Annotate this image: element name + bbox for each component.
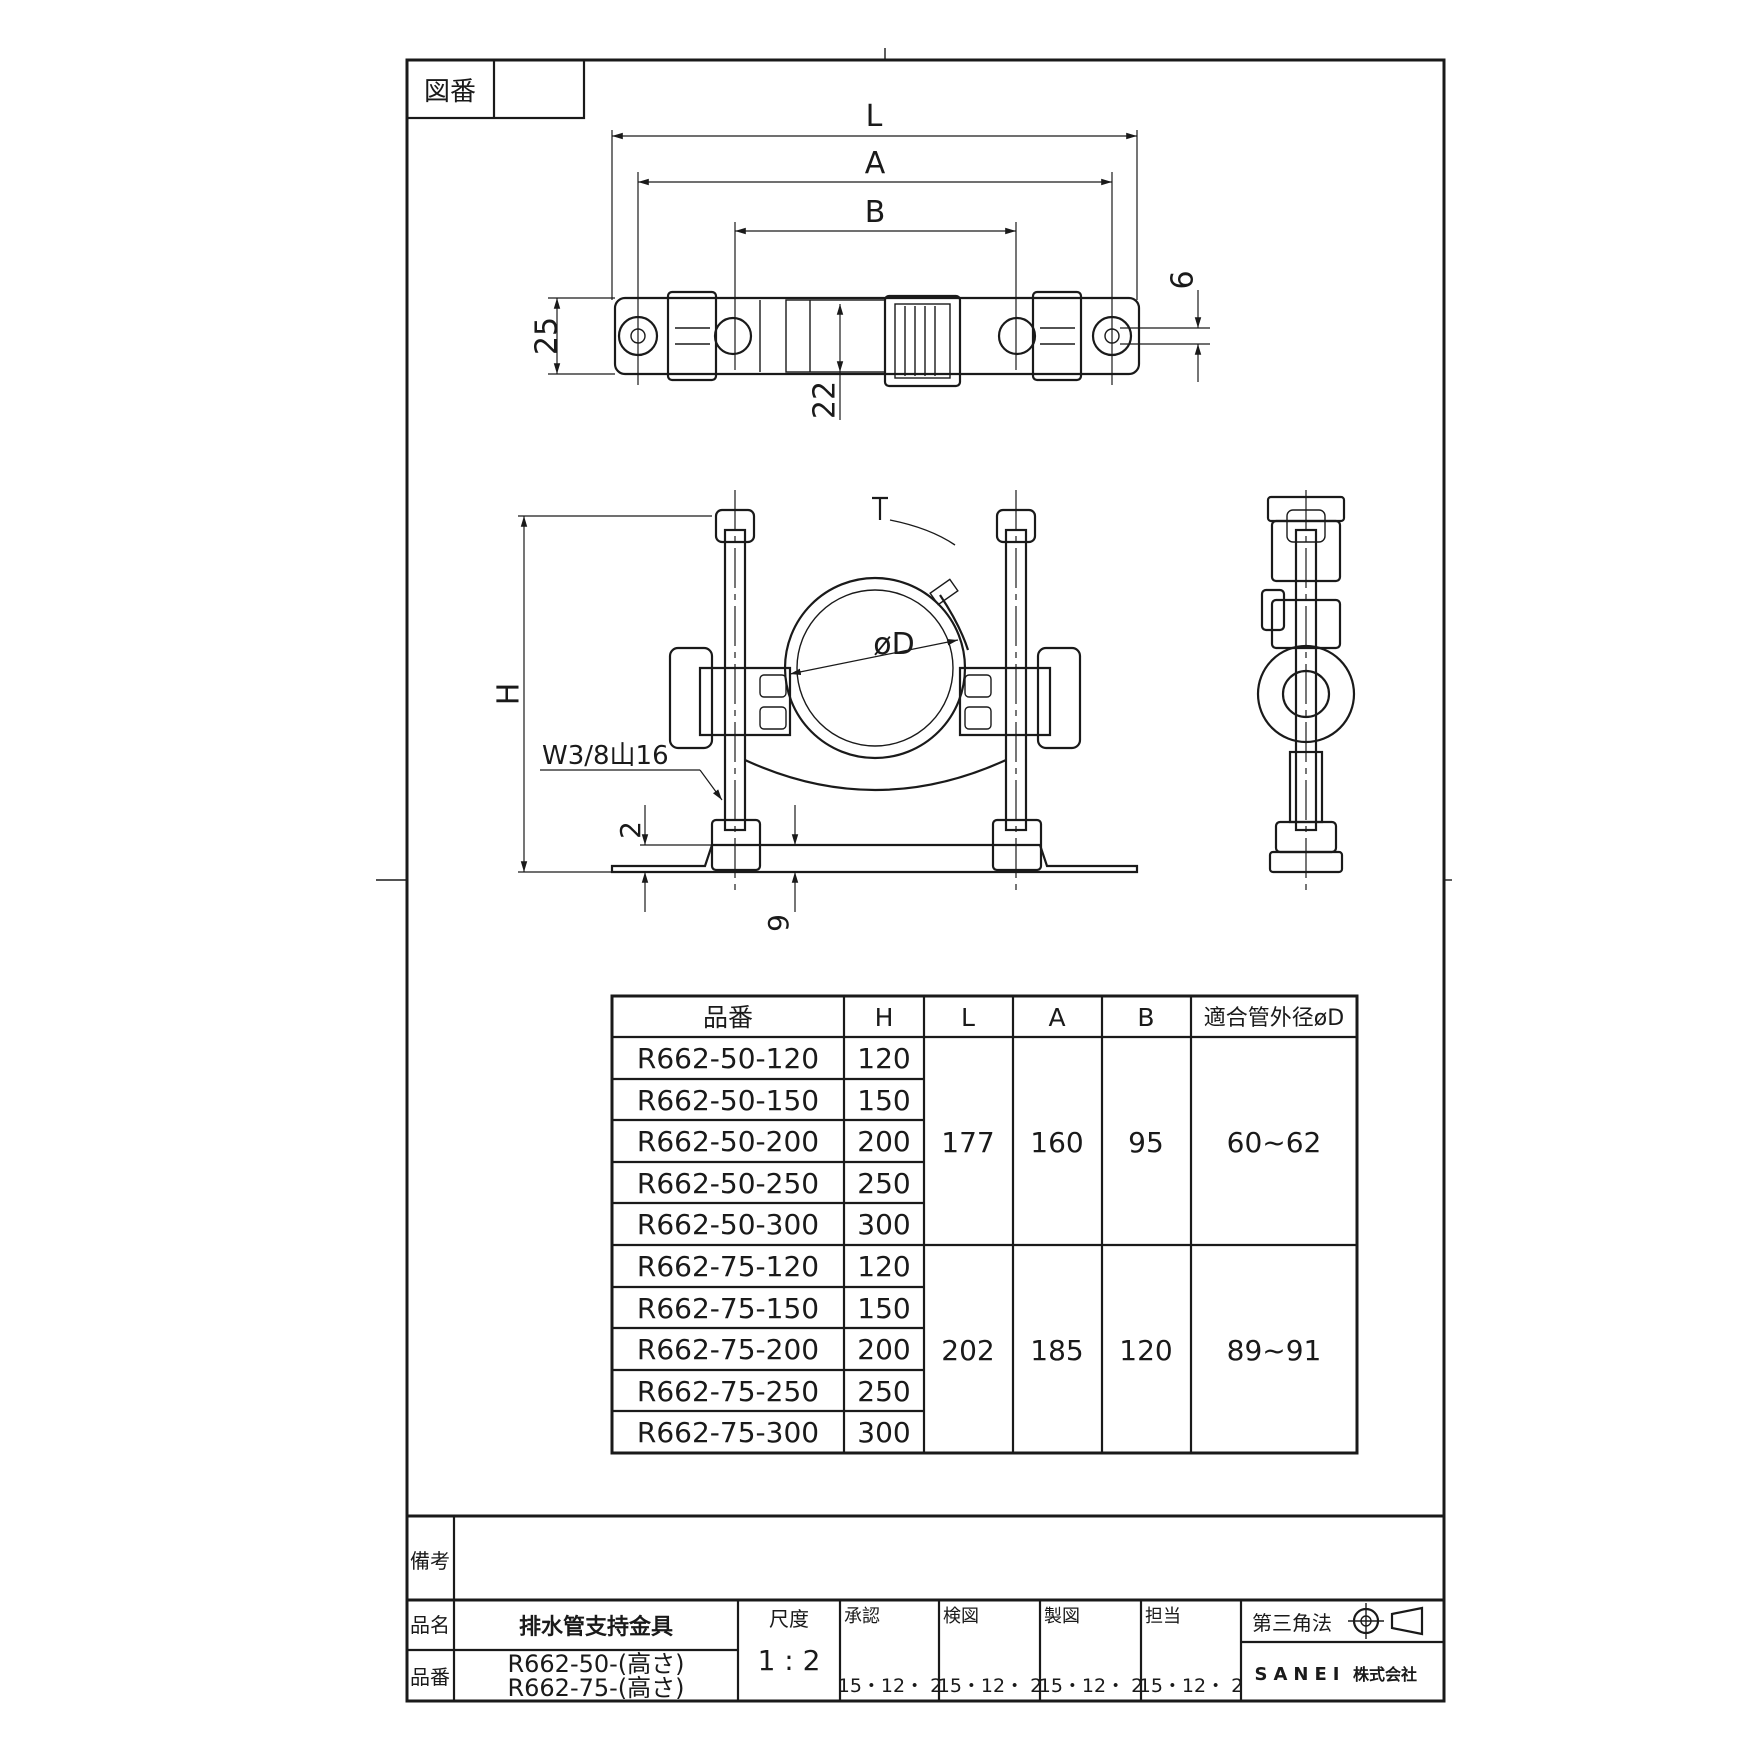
group2-D: 89~91 xyxy=(1227,1334,1322,1367)
thread-callout: W3/8山16 xyxy=(542,741,669,771)
sheet-frame xyxy=(405,58,1446,1703)
row-H: 150 xyxy=(857,1292,910,1325)
dim-D-label: øD xyxy=(873,627,914,662)
title-block: 備考 品名 排水管支持金具 品番 R662-50-(高さ) R662-75-(高… xyxy=(407,1514,1444,1702)
charge-date: 15・12・ 2 xyxy=(1139,1675,1243,1697)
scale-label: 尺度 xyxy=(769,1607,809,1631)
approval-date: 15・12・ 2 xyxy=(838,1675,942,1697)
row-part: R662-50-150 xyxy=(637,1084,819,1117)
drafted-date: 15・12・ 2 xyxy=(1039,1675,1143,1697)
header-D: 適合管外径øD xyxy=(1204,1006,1344,1031)
dim-9-label: 9 xyxy=(762,914,795,932)
check-date: 15・12・ 2 xyxy=(938,1675,1042,1697)
part-name: 排水管支持金具 xyxy=(519,1614,673,1640)
dim-L-label: L xyxy=(866,99,883,134)
company-suffix: 株式会社 xyxy=(1353,1665,1417,1684)
drawing-number-label: 図番 xyxy=(424,77,476,107)
part-no-line-2: R662-75-(高さ) xyxy=(507,1674,684,1702)
header-B: B xyxy=(1137,1003,1154,1032)
header-A: A xyxy=(1048,1003,1065,1032)
row-H: 120 xyxy=(857,1042,910,1075)
dim-2-label: 2 xyxy=(614,821,647,839)
row-part: R662-75-300 xyxy=(637,1416,819,1449)
dim-22-label: 22 xyxy=(808,381,843,419)
row-H: 120 xyxy=(857,1250,910,1283)
group1-L: 177 xyxy=(941,1126,994,1159)
group2-A: 185 xyxy=(1030,1334,1083,1367)
row-part: R662-75-200 xyxy=(637,1333,819,1366)
dim-H-label: H xyxy=(492,683,527,706)
dim-A-label: A xyxy=(865,146,886,181)
row-H: 150 xyxy=(857,1084,910,1117)
row-part: R662-75-150 xyxy=(637,1292,819,1325)
top-view: L A B 25 xyxy=(530,99,1210,420)
company-name: SANEI xyxy=(1255,1664,1346,1685)
projection-label: 第三角法 xyxy=(1252,1611,1332,1635)
header-H: H xyxy=(875,1003,894,1032)
group2-L: 202 xyxy=(941,1334,994,1367)
group2-B: 120 xyxy=(1119,1334,1172,1367)
dim-6-label: 6 xyxy=(1166,270,1201,289)
part-no-label: 品番 xyxy=(410,1665,450,1689)
charge-label: 担当 xyxy=(1145,1606,1181,1627)
side-view xyxy=(1256,490,1356,890)
header-L: L xyxy=(961,1003,975,1032)
row-part: R662-75-250 xyxy=(637,1375,819,1408)
third-angle-projection-icon xyxy=(1348,1603,1424,1639)
row-part: R662-75-120 xyxy=(637,1250,819,1283)
part-name-label: 品名 xyxy=(410,1613,450,1637)
row-H: 250 xyxy=(857,1167,910,1200)
front-view: H øD W3/8山16 2 9 xyxy=(492,490,1139,932)
row-H: 300 xyxy=(857,1416,910,1449)
group1-A: 160 xyxy=(1030,1126,1083,1159)
row-part: R662-50-250 xyxy=(637,1167,819,1200)
group1-B: 95 xyxy=(1128,1126,1164,1159)
drawing-number-box: 図番 xyxy=(405,58,586,120)
row-part: R662-50-120 xyxy=(637,1042,819,1075)
part-no-line-1: R662-50-(高さ) xyxy=(507,1650,684,1678)
dim-B-label: B xyxy=(865,195,886,230)
row-H: 200 xyxy=(857,1333,910,1366)
row-H: 250 xyxy=(857,1375,910,1408)
drafted-label: 製図 xyxy=(1044,1606,1080,1627)
remarks-label: 備考 xyxy=(410,1549,450,1573)
scale-value: 1 : 2 xyxy=(758,1644,821,1677)
row-part: R662-50-300 xyxy=(637,1208,819,1241)
check-label: 検図 xyxy=(943,1606,979,1627)
spec-table: 品番 H L A B 適合管外径øD R662-50-120 120 R662-… xyxy=(610,994,1359,1455)
dim-25-label: 25 xyxy=(530,317,565,355)
approval-label: 承認 xyxy=(844,1606,880,1627)
row-H: 300 xyxy=(857,1208,910,1241)
group1-D: 60~62 xyxy=(1227,1126,1322,1159)
row-part: R662-50-200 xyxy=(637,1125,819,1158)
row-H: 200 xyxy=(857,1125,910,1158)
header-part: 品番 xyxy=(703,1003,753,1032)
